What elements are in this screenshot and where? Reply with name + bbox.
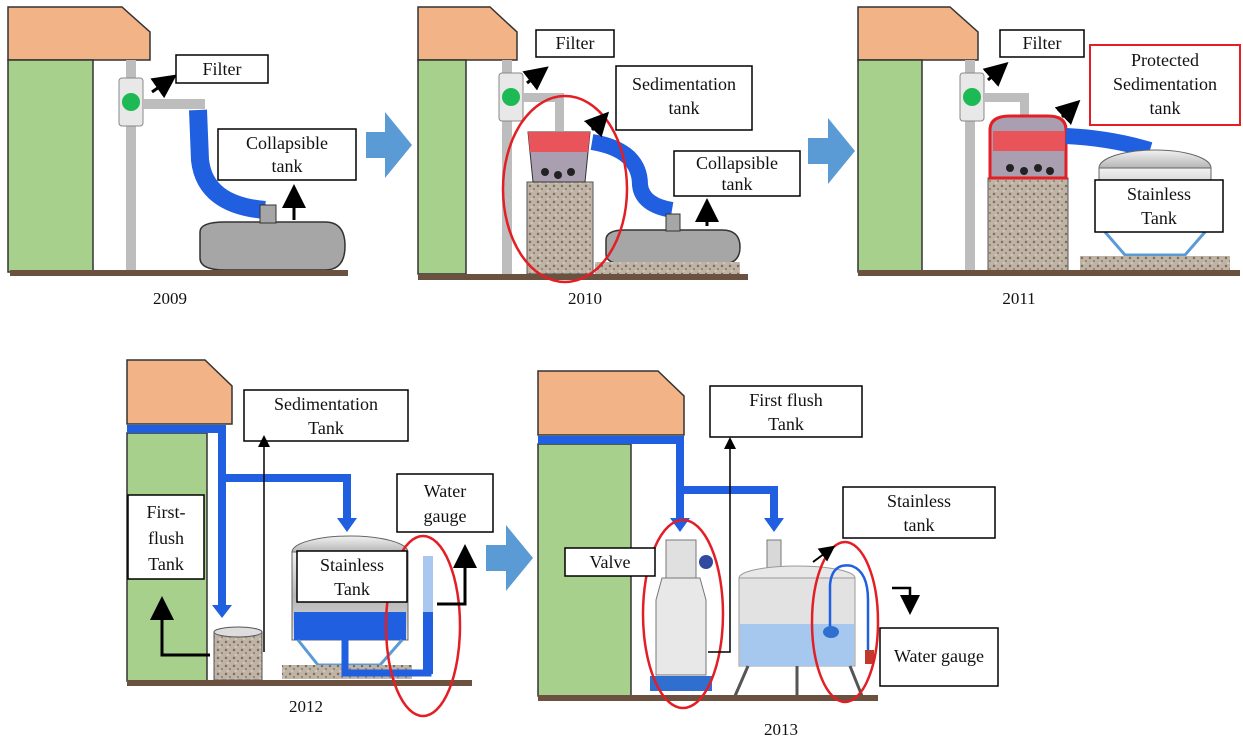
roof	[417, 6, 518, 61]
collapsible-tank-label: Collapsible	[246, 133, 328, 153]
stainless-tank-label: Stainless	[887, 491, 951, 511]
panel-2012: Sedimentation Tank First- flush Tank Sta…	[126, 359, 494, 718]
svg-text:Tank: Tank	[308, 418, 344, 438]
valve-icon	[699, 555, 713, 569]
svg-text:Tank: Tank	[148, 554, 184, 574]
water-gauge-label: Water	[424, 481, 467, 501]
transition-arrow	[366, 112, 412, 178]
panel-2010: Filter Sedimentation tank Collapsible ta…	[417, 6, 801, 308]
ground	[538, 695, 878, 701]
roof	[126, 359, 233, 425]
delivery-hose	[590, 134, 674, 218]
roof	[7, 6, 151, 61]
gravel-base	[595, 262, 740, 274]
transition-arrow	[808, 118, 855, 184]
delivery-hose	[189, 109, 266, 219]
first-flush-tank-label: First-	[146, 502, 185, 522]
svg-text:tank: tank	[722, 174, 753, 194]
filter-icon	[502, 88, 520, 106]
highlight-ellipse	[810, 540, 880, 704]
gravel-stand	[987, 177, 1069, 273]
svg-text:Sedimentation: Sedimentation	[1113, 74, 1217, 94]
transition-arrow	[486, 525, 533, 591]
water-gauge-label: Water gauge	[894, 646, 984, 666]
filter-label: Filter	[556, 33, 595, 53]
house-wall	[857, 59, 923, 273]
svg-text:tank: tank	[669, 98, 700, 118]
ground	[858, 270, 1240, 276]
roof	[857, 6, 979, 61]
svg-text:Tank: Tank	[1141, 208, 1177, 228]
highlight-ellipse	[501, 94, 629, 284]
collapsible-tank-shape	[199, 221, 346, 271]
filter-label: Filter	[203, 59, 242, 79]
year-label: 2010	[568, 289, 602, 308]
filter-icon	[122, 93, 140, 111]
highlight-ellipse	[384, 534, 462, 718]
water-gauge-marker	[865, 650, 874, 664]
first-flush-device	[665, 539, 697, 579]
collapsible-tank-shape	[605, 229, 741, 265]
highlight-ellipse	[641, 518, 725, 710]
panel-2011: Filter Protected Sedimentation tank Stai…	[857, 6, 1241, 308]
first-flush-tank-label: First flush	[749, 390, 823, 410]
svg-text:tank: tank	[904, 515, 935, 535]
svg-text:Tank: Tank	[334, 579, 370, 599]
sedimentation-tank-label: Sedimentation	[632, 74, 736, 94]
delivery-hose	[1065, 128, 1153, 158]
ground	[127, 680, 472, 686]
first-flush-tank-shape	[213, 631, 263, 681]
downpipe	[965, 60, 975, 272]
protected-sedimentation-tank-label: Protected	[1131, 50, 1199, 70]
svg-text:gauge: gauge	[424, 506, 467, 526]
stainless-tank-label: Stainless	[1127, 184, 1191, 204]
downpipe	[126, 60, 136, 272]
svg-text:Tank: Tank	[768, 414, 804, 434]
first-flush-tank-shape	[655, 577, 707, 676]
year-label: 2013	[764, 720, 798, 739]
svg-text:tank: tank	[1150, 98, 1181, 118]
gauge-hose	[828, 564, 870, 655]
ground	[10, 270, 348, 276]
house-wall	[417, 59, 467, 275]
year-label: 2012	[289, 697, 323, 716]
year-label: 2011	[1002, 289, 1035, 308]
sedimentation-tank-label: Sedimentation	[274, 394, 378, 414]
filter-label: Filter	[1023, 33, 1062, 53]
downpipe	[502, 60, 512, 274]
gravel-stand	[526, 181, 594, 275]
stainless-tank-label: Stainless	[320, 555, 384, 575]
house-wall	[7, 59, 94, 273]
gravel-base	[1080, 256, 1230, 272]
gutter-pipe	[127, 425, 226, 605]
svg-text:tank: tank	[272, 156, 303, 176]
year-label: 2009	[153, 289, 187, 308]
roof	[537, 370, 685, 436]
filter-icon	[963, 88, 981, 106]
collapsible-tank-label: Collapsible	[696, 153, 778, 173]
valve-label: Valve	[590, 552, 631, 572]
svg-text:flush: flush	[148, 528, 184, 548]
panel-2009: Filter Collapsible tank 2009	[7, 6, 357, 308]
panel-2013: First flush Tank Valve Stainless tank Wa…	[537, 370, 999, 739]
